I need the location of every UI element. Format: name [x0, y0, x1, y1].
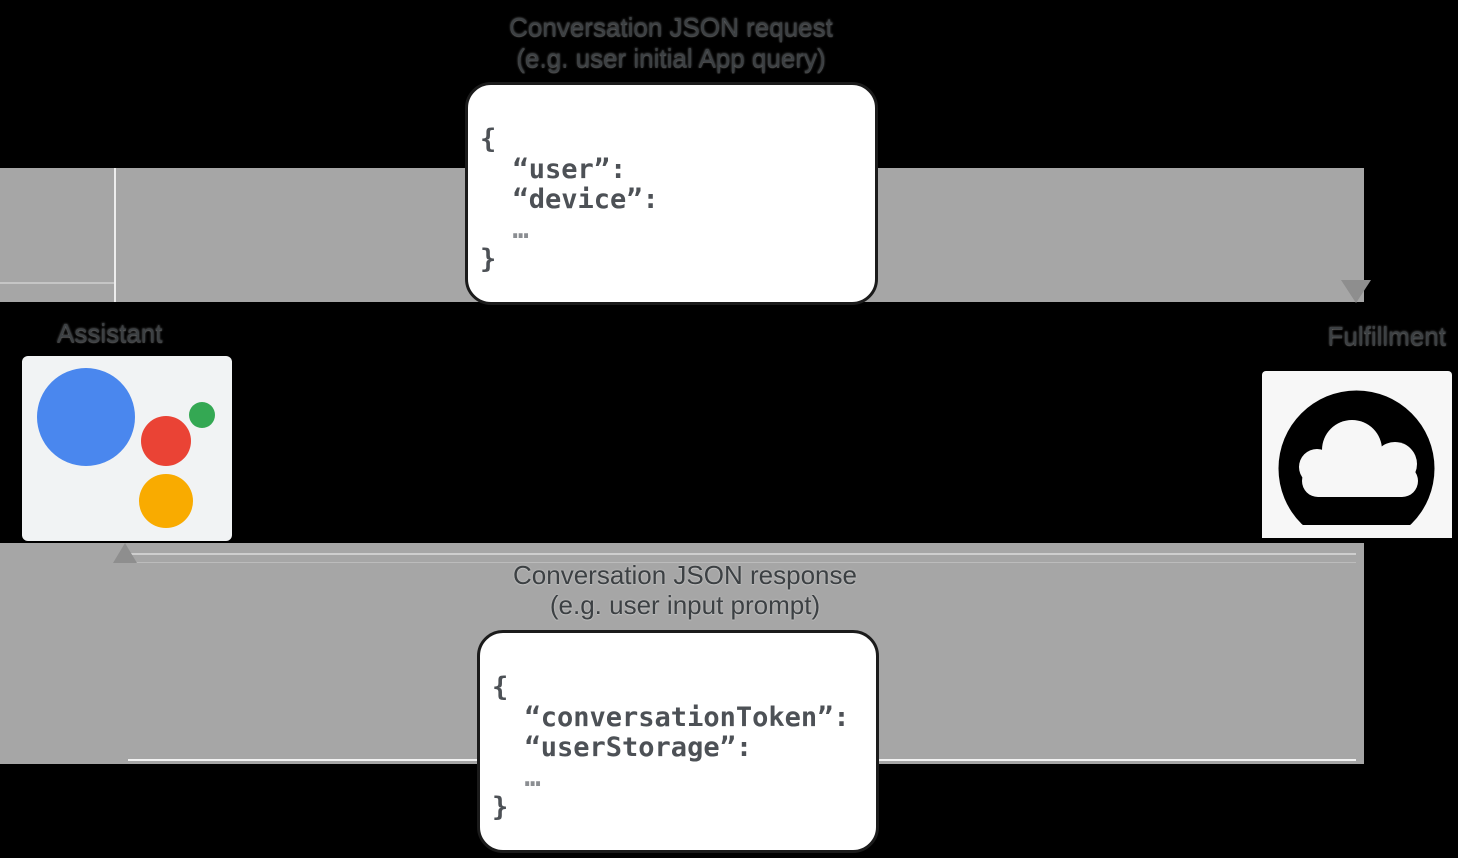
fulfillment-actor — [1262, 371, 1452, 538]
response-arrow-hairline-mid — [128, 562, 1356, 563]
cloud-icon — [1262, 390, 1452, 538]
arrowhead-up-icon — [113, 543, 137, 563]
assistant-red-circle — [141, 416, 191, 466]
code-line: “userStorage”: — [492, 732, 753, 763]
response-arrow-hairline-top — [128, 553, 1356, 555]
code-line: { — [492, 672, 509, 703]
assistant-label: Assistant — [57, 318, 163, 348]
request-sublabel: (e.g. user initial App query) — [516, 43, 826, 73]
request-arrow-origin-line — [114, 168, 116, 302]
code-line: “user”: — [480, 154, 627, 185]
code-line-ellipsis: … — [480, 214, 529, 245]
assistant-blue-circle — [37, 368, 135, 466]
request-arrow-hairline — [0, 282, 114, 284]
code-line: } — [492, 792, 509, 823]
assistant-green-circle — [189, 402, 215, 428]
request-label: Conversation JSON request — [509, 12, 833, 42]
response-sublabel: (e.g. user input prompt) — [549, 590, 821, 620]
arrowhead-down-icon — [1341, 280, 1371, 303]
assistant-yellow-circle — [139, 474, 193, 528]
response-json-callout: { “conversationToken”: “userStorage”: … … — [477, 630, 879, 853]
code-line: “conversationToken”: — [492, 702, 850, 733]
assistant-actor — [22, 356, 232, 541]
code-line: { — [480, 124, 497, 155]
fulfillment-label: Fulfillment — [1327, 321, 1446, 351]
code-line: } — [480, 244, 497, 275]
code-line-ellipsis: … — [492, 762, 541, 793]
response-label: Conversation JSON response — [513, 560, 857, 590]
code-line: “device”: — [480, 184, 659, 215]
request-json-callout: { “user”: “device”: … } — [465, 82, 878, 305]
